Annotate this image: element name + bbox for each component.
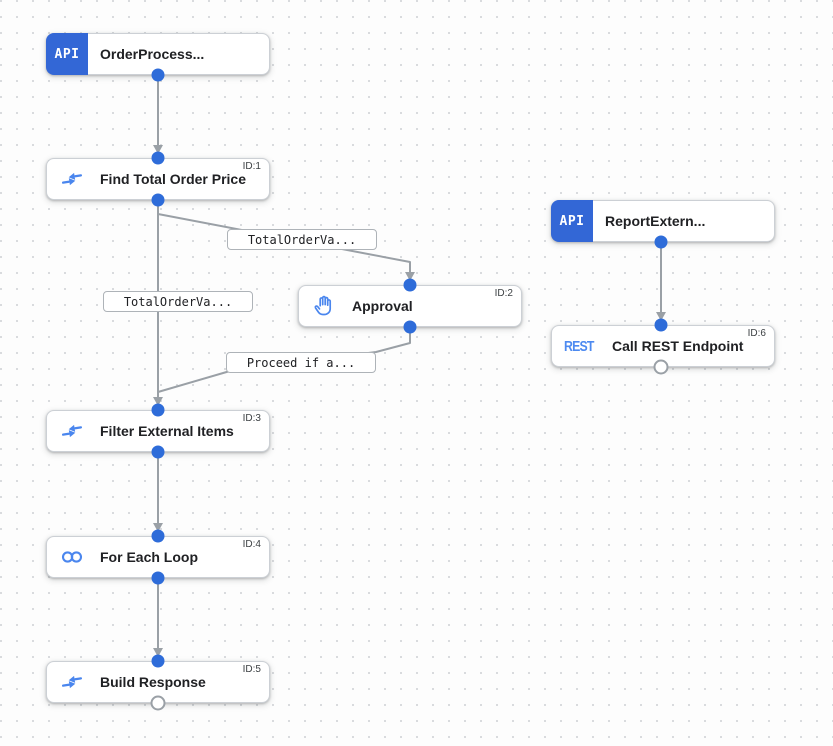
port-out-foreach[interactable] (151, 571, 165, 585)
arrowhead (153, 648, 163, 657)
task-id-badge: ID:4 (242, 539, 261, 550)
port-in-build[interactable] (151, 654, 165, 668)
port-in-approval[interactable] (403, 278, 417, 292)
node-title: Build Response (100, 674, 206, 690)
arrowhead (656, 312, 666, 321)
arrowhead (153, 145, 163, 154)
data-mapping-icon (60, 167, 84, 191)
arrowhead (153, 523, 163, 532)
task-id-badge: ID:5 (242, 664, 261, 675)
rest-text-icon: REST (564, 337, 594, 355)
api-trigger-icon: API (551, 200, 593, 242)
task-id-badge: ID:3 (242, 413, 261, 424)
task-id-badge: ID:1 (242, 161, 261, 172)
node-call-rest-endpoint[interactable]: REST Call REST Endpoint ID:6 (551, 325, 775, 367)
port-in-findtotal[interactable] (151, 151, 165, 165)
port-in-filter[interactable] (151, 403, 165, 417)
node-title: For Each Loop (100, 549, 198, 565)
port-out-approval[interactable] (403, 320, 417, 334)
edge-label-totalorderva-2[interactable]: TotalOrderVa... (103, 291, 253, 312)
for-each-loop-icon (60, 545, 84, 569)
port-out-callrest-empty[interactable] (653, 359, 669, 375)
node-find-total-order-price[interactable]: Find Total Order Price ID:1 (46, 158, 270, 200)
port-out-orderprocess[interactable] (151, 68, 165, 82)
node-title: OrderProcess... (100, 46, 205, 62)
node-title: Approval (352, 298, 413, 314)
arrowhead (405, 272, 415, 281)
port-out-reportextern[interactable] (654, 235, 668, 249)
task-id-badge: ID:6 (747, 328, 766, 339)
edge-label-totalorderva-1[interactable]: TotalOrderVa... (227, 229, 377, 250)
edge-label-proceed-if[interactable]: Proceed if a... (226, 352, 376, 373)
edge-approval-to-filter (157, 327, 411, 393)
arrowhead (153, 397, 163, 406)
port-out-filter[interactable] (151, 445, 165, 459)
node-title: Filter External Items (100, 423, 234, 439)
node-title: Call REST Endpoint (612, 338, 744, 354)
port-out-build-empty[interactable] (150, 695, 166, 711)
data-mapping-icon (60, 670, 84, 694)
node-title: Find Total Order Price (100, 171, 246, 187)
data-mapping-icon (60, 419, 84, 443)
port-in-foreach[interactable] (151, 529, 165, 543)
node-title: ReportExtern... (605, 213, 706, 229)
api-trigger-icon: API (46, 33, 88, 75)
node-for-each-loop[interactable]: For Each Loop ID:4 (46, 536, 270, 578)
approval-hand-icon (312, 294, 336, 318)
task-id-badge: ID:2 (494, 288, 513, 299)
node-approval[interactable]: Approval ID:2 (298, 285, 522, 327)
node-orderprocess-trigger[interactable]: API OrderProcess... (46, 33, 270, 75)
port-in-callrest[interactable] (654, 318, 668, 332)
port-out-findtotal[interactable] (151, 193, 165, 207)
